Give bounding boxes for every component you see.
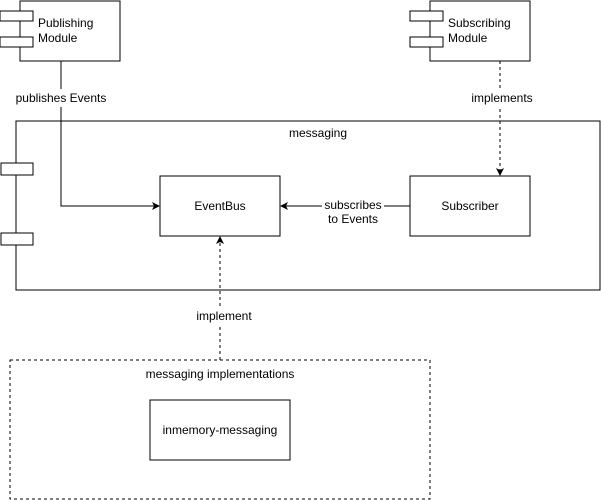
subscribing-module-port-bottom (409, 36, 444, 48)
edge-implements: implements (468, 61, 534, 176)
edge-publishes-label-bg (12, 89, 110, 107)
publishing-module-label-2: Module (38, 31, 78, 45)
inmemory-messaging-box (149, 399, 291, 461)
edge-implement-label: implement (196, 309, 252, 323)
edge-subscribes-label-2: to Events (328, 212, 378, 226)
messaging-implementations-label: messaging implementations (146, 367, 295, 381)
edge-publishes-events: publishes Events (12, 61, 160, 210)
subscribing-module-label-1: Subscribing (448, 16, 511, 30)
edge-implement: implement (192, 236, 256, 360)
inmemory-messaging-label: inmemory-messaging (163, 423, 278, 437)
publishing-module-port-bottom (0, 36, 34, 48)
subscriber-node: Subscriber (409, 175, 531, 237)
publishing-module-port-top (0, 10, 34, 22)
subscribing-module-component: Subscribing Module (409, 0, 531, 62)
subscribing-module-box (429, 0, 531, 62)
edge-subscribes-label-1: subscribes (324, 198, 381, 212)
edge-implement-label-bg (192, 307, 256, 325)
eventbus-box (159, 175, 281, 237)
publishing-module-box (19, 0, 121, 62)
subscribing-module-label-2: Module (448, 31, 488, 45)
subscriber-label: Subscriber (441, 199, 498, 213)
eventbus-label: EventBus (194, 199, 245, 213)
subscribing-module-port-top (409, 10, 444, 22)
publishing-module-label-1: Publishing (38, 16, 93, 30)
edge-implements-label: implements (471, 91, 532, 105)
edge-subscribes-label-bg (322, 197, 384, 227)
publishing-module-component: Publishing Module (0, 0, 121, 62)
messaging-port-top (0, 162, 34, 176)
edge-publishes-line (60, 61, 160, 210)
inmemory-messaging-node: inmemory-messaging (149, 399, 291, 461)
messaging-label: messaging (289, 126, 347, 140)
edge-publishes-label: publishes Events (16, 91, 107, 105)
edge-implements-label-bg (468, 89, 534, 107)
eventbus-node: EventBus (159, 175, 281, 237)
edge-subscribes-to-events: subscribes to Events (280, 197, 410, 227)
messaging-port-bottom (0, 232, 34, 246)
